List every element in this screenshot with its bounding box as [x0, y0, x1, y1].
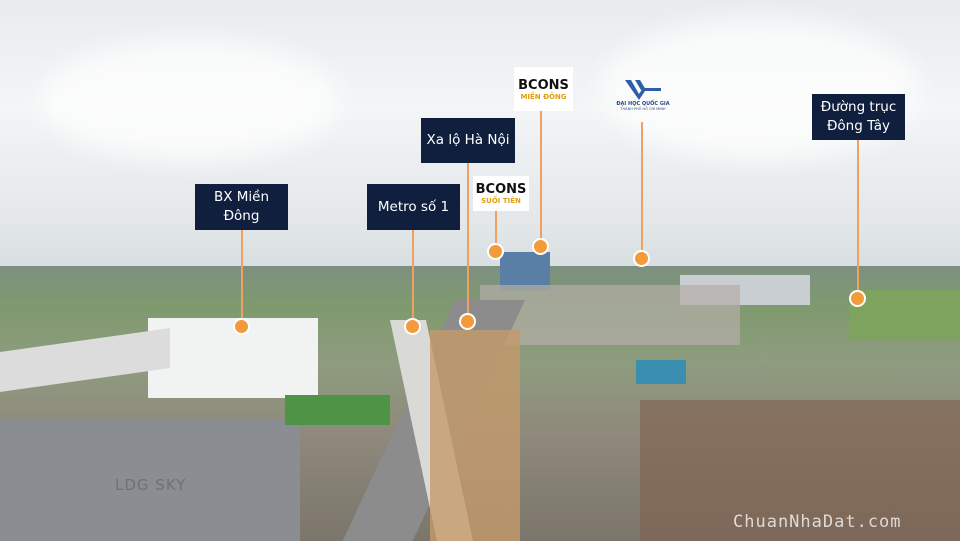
marker-dot-metro	[404, 318, 421, 335]
logo-subtitle: MIỀN ĐÔNG	[520, 92, 567, 101]
marker-line	[641, 122, 643, 258]
logo-subtitle: THÀNH PHỐ HỒ CHÍ MINH	[620, 107, 666, 111]
marker-line	[540, 111, 542, 246]
logo-title: ĐẠI HỌC QUỐC GIA	[616, 101, 670, 107]
parking-lot	[0, 420, 300, 541]
logo-subtitle: SUỐI TIÊN	[481, 197, 521, 205]
cloud	[40, 40, 340, 160]
marker-dot-duong-truc-dong-tay	[849, 290, 866, 307]
marker-dot-bcons-mien-dong	[532, 238, 549, 255]
lawn	[285, 395, 390, 425]
marker-dot-xa-lo-ha-noi	[459, 313, 476, 330]
billboard	[636, 360, 686, 384]
logo-dhqg: ĐẠI HỌC QUỐC GIA THÀNH PHỐ HỒ CHÍ MINH	[612, 75, 674, 115]
marker-line	[412, 230, 414, 327]
marker-line	[241, 230, 243, 326]
label-metro-so-1: Metro số 1	[367, 184, 460, 230]
bcons-logo-text: BCONS	[475, 182, 527, 197]
bus-station-building	[148, 318, 318, 398]
watermark-ldg-sky: LDG SKY	[115, 476, 187, 494]
construction-site	[430, 330, 520, 541]
watermark-site: ChuanNhaDat.com	[733, 512, 902, 532]
logo-bcons-suoi-tien: BCONS SUỐI TIÊN	[473, 176, 529, 211]
label-xa-lo-ha-noi: Xa lộ Hà Nội	[421, 118, 515, 163]
marker-dot-dhqg	[633, 250, 650, 267]
marker-line	[467, 163, 469, 321]
tower-building	[500, 252, 550, 290]
marker-line	[495, 211, 497, 251]
city-blocks	[480, 285, 740, 345]
marker-dot-bx-mien-dong	[233, 318, 250, 335]
dhqg-emblem-icon	[625, 80, 661, 100]
field	[850, 290, 960, 340]
label-bx-mien-dong: BX Miền Đông	[195, 184, 288, 230]
bcons-logo-text: BCONS	[518, 77, 569, 93]
label-duong-truc-dong-tay: Đường trục Đông Tây	[812, 94, 905, 140]
marker-line	[857, 140, 859, 298]
logo-bcons-mien-dong: BCONS MIỀN ĐÔNG	[514, 67, 573, 111]
marker-dot-bcons-suoi-tien	[487, 243, 504, 260]
houses	[640, 400, 960, 541]
